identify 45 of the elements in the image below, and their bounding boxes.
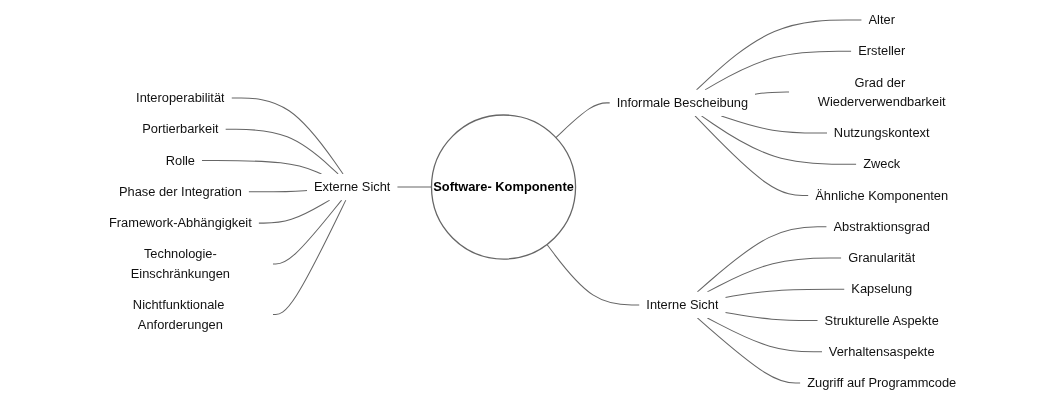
node-text: Grad der Wiederverwendbarkeit [818, 74, 947, 109]
node-text: Kapselung [851, 281, 913, 296]
connector [546, 243, 641, 306]
node-text: Technologie-Einschränkungen [131, 246, 231, 281]
node-text: Abstraktionsgrad [833, 218, 931, 234]
connector [704, 50, 853, 91]
connector [272, 199, 343, 265]
node-text: Phase der Integration [119, 183, 243, 199]
node-text: Zugriff auf Programmcode [807, 375, 957, 390]
connector [397, 186, 433, 188]
node-text: Externe Sicht [314, 179, 391, 194]
node-text: Framework-Abhängigkeit [109, 215, 253, 230]
node-text: Granularität [848, 250, 916, 265]
node-text: Ersteller [858, 43, 906, 58]
node-text: Alter [868, 11, 896, 27]
node-text: Strukturelle Aspekte [825, 312, 940, 328]
node-text: Verhaltensaspekte [829, 343, 936, 359]
connector [725, 311, 819, 322]
connector [725, 288, 846, 298]
connector [721, 115, 828, 134]
connector [697, 226, 828, 293]
connector [258, 199, 331, 224]
connector [555, 102, 611, 139]
connector [696, 19, 863, 91]
node-text: Rolle [166, 152, 196, 168]
node-text: Nutzungskontext [834, 125, 931, 140]
connector [694, 115, 810, 196]
node-text: Ähnliche Komponenten [815, 187, 949, 203]
node-text: Interoperabilität [136, 90, 226, 105]
connector [272, 199, 347, 316]
node-circle: Software- Komponente [431, 114, 577, 260]
connector [707, 317, 823, 353]
connector [707, 257, 843, 293]
connector [201, 160, 323, 175]
node-text: Nichtfunktionale Anforderungen [133, 296, 225, 331]
connector [231, 97, 345, 175]
node-text: Informale Bescheibung [617, 94, 749, 110]
connector [697, 317, 802, 384]
node-text: Interne Sicht [646, 296, 719, 312]
node-text: Portierbarkeit [142, 121, 220, 136]
connector [701, 115, 858, 165]
connector [248, 190, 309, 193]
node-text: Zweck [863, 156, 901, 171]
connector [225, 128, 340, 175]
connector [754, 91, 791, 95]
